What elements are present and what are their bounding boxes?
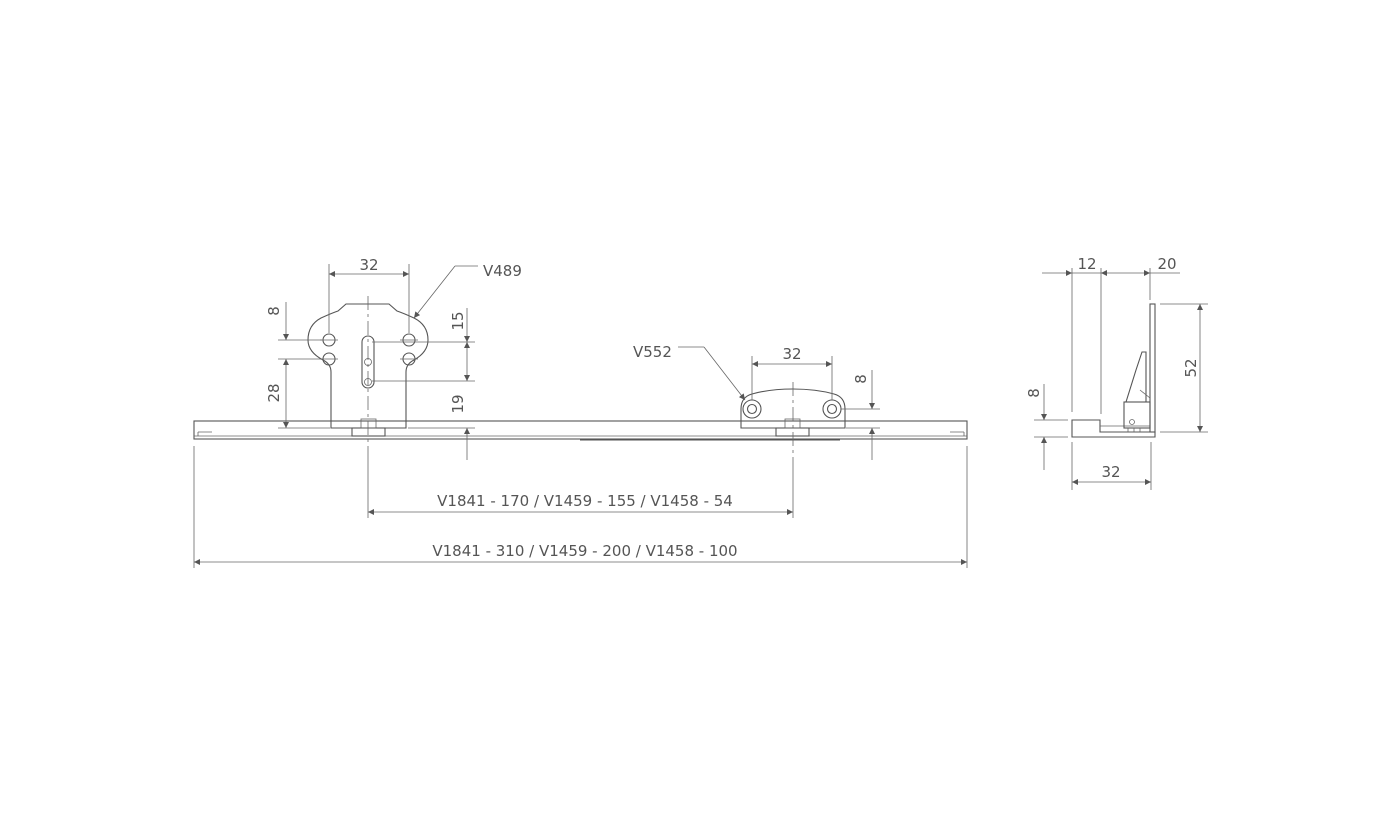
dim-28-text: 28 [265,383,283,402]
dim-8-small-text: 8 [852,374,870,384]
side-view: 12 20 52 8 32 [1025,255,1208,490]
dim-left-vertical: 8 28 [265,302,330,429]
callout-v489: V489 [413,262,522,319]
dim-20-text: 20 [1157,255,1176,273]
callout-v552: V552 [633,343,746,401]
front-view: 32 V489 8 28 15 19 [193,256,968,568]
dim-32-large-text: 32 [359,256,378,274]
hole-icon [742,399,762,419]
dim-hole-spacing-small: 32 [751,345,833,400]
dim-small-offset: 8 [841,370,880,460]
hole-icon [822,399,842,419]
dim-overall-length: V1841 - 310 / V1459 - 200 / V1458 - 100 [193,446,968,568]
dim-12-text: 12 [1077,255,1096,273]
dim-spacing-text: V1841 - 170 / V1459 - 155 / V1458 - 54 [437,492,733,510]
dim-19-text: 19 [449,394,467,413]
dim-hole-spacing-large: 32 [328,256,410,333]
dim-right-vertical: 15 19 [372,308,475,460]
rail [193,420,968,441]
dim-32-small-text: 32 [782,345,801,363]
dim-52-text: 52 [1182,358,1200,377]
dim-8-text: 8 [265,306,283,316]
dim-32-side-text: 32 [1101,463,1120,481]
bracket-v489 [307,296,429,450]
callout-v489-text: V489 [483,262,522,280]
callout-v552-text: V552 [633,343,672,361]
dim-15-text: 15 [449,311,467,330]
slot-icon [361,335,375,389]
dim-bracket-spacing: V1841 - 170 / V1459 - 155 / V1458 - 54 [367,450,794,518]
dim-length-text: V1841 - 310 / V1459 - 200 / V1458 - 100 [432,542,737,560]
dim-8-side-text: 8 [1025,388,1043,398]
